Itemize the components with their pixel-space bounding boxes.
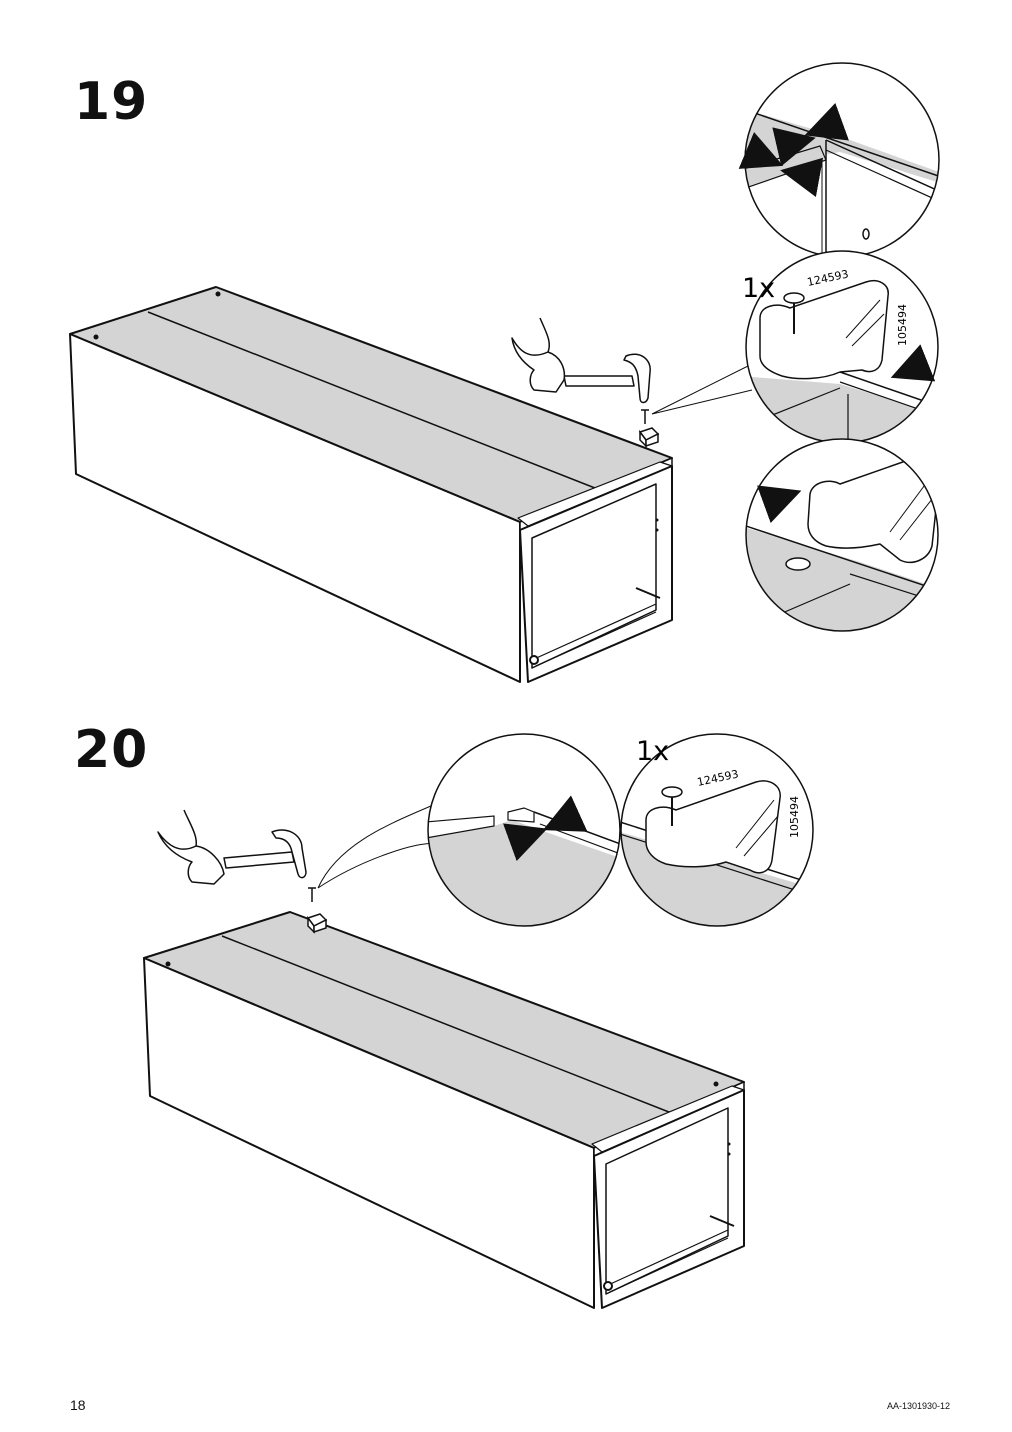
- hand-icon: [157, 809, 225, 885]
- hammer-icon: [223, 829, 307, 879]
- hammer-icon: [563, 353, 651, 404]
- part-number-side-19: 105494: [896, 304, 909, 346]
- bracket-icon: [638, 427, 660, 448]
- nail-icon: [641, 409, 649, 424]
- callout-leader-19: [651, 359, 761, 415]
- push-arrow-icon: [890, 344, 936, 382]
- hand-icon: [511, 317, 566, 393]
- part-number-side-20: 105494: [788, 796, 801, 838]
- step-number-20: 20: [74, 720, 149, 780]
- callout-leader-20: [317, 801, 441, 889]
- push-arrow-icon: [738, 102, 850, 198]
- detail-circle-19c: [746, 439, 938, 631]
- page-number: 18: [70, 1397, 86, 1413]
- push-arrow-icon: [502, 795, 588, 862]
- quantity-label-20: 1x: [636, 736, 669, 767]
- cabinet-20: [143, 911, 745, 1309]
- quantity-label-19: 1x: [742, 273, 775, 304]
- step-number-19: 19: [74, 72, 149, 132]
- cabinet-19: [69, 286, 673, 683]
- detail-circle-19a: [745, 63, 939, 257]
- document-code: AA-1301930-12: [886, 1401, 950, 1411]
- nail-icon: [308, 887, 316, 902]
- push-arrow-icon: [756, 485, 802, 524]
- bracket-icon: [306, 913, 328, 934]
